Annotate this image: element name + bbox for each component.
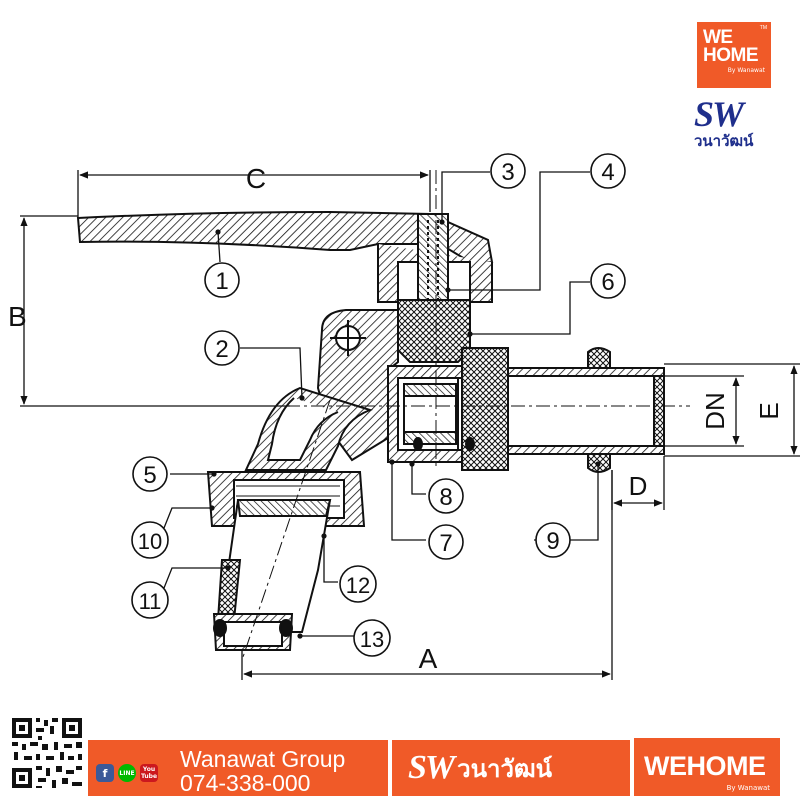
center-lines [241, 170, 690, 661]
line-icon[interactable]: LINE [118, 764, 136, 782]
dimension-e-label: E [754, 402, 784, 419]
footer-contact-panel [88, 740, 388, 796]
part-callout-9: 9 [535, 522, 571, 558]
facebook-icon[interactable]: f [96, 764, 114, 782]
part-callouts: 1 2 3 4 6 5 8 7 9 10 11 12 13 [131, 153, 626, 657]
part-label-8: 8 [439, 484, 452, 511]
qr-code-icon [10, 716, 84, 790]
dimension-b-label: B [8, 301, 27, 332]
part-label-3: 3 [501, 159, 514, 186]
part-callout-13: 13 [353, 619, 391, 657]
sw-logo-thai: วนาวัฒน์ [694, 132, 754, 150]
part-label-5: 5 [143, 462, 156, 489]
footer-sw-thai: วนาวัฒน์ [457, 754, 553, 783]
dimension-lines [20, 170, 800, 680]
footer-sw-mark: SW [408, 749, 455, 786]
part-callout-7: 7 [428, 524, 464, 560]
wehome-line1: WE [703, 27, 733, 48]
part-callout-8: 8 [428, 478, 464, 514]
part-label-7: 7 [439, 530, 452, 557]
part-label-13: 13 [360, 627, 384, 652]
sw-logo-mark: SW [694, 94, 744, 134]
bonnet [397, 299, 471, 363]
part-label-9: 9 [546, 528, 559, 555]
part-label-4: 4 [601, 159, 614, 186]
dimension-a-label: A [419, 643, 438, 674]
footer-sw-logo: SW วนาวัฒน์ [392, 740, 630, 796]
footer-wehome-logo: WEHOME By Wanawat [634, 738, 780, 796]
part-callout-5: 5 [132, 456, 168, 492]
part-label-10: 10 [138, 529, 162, 554]
part-callout-6: 6 [590, 263, 626, 299]
wehome-logo: TM WE HOME By Wanawat [697, 22, 771, 88]
sw-logo: SW วนาวัฒน์ [694, 96, 784, 156]
part-label-1: 1 [215, 268, 228, 295]
social-icons: f LINE You Tube [96, 764, 158, 782]
dimension-labels: C B A D DN E [8, 163, 784, 674]
part-callout-12: 12 [339, 565, 377, 603]
nut-collar [587, 347, 611, 369]
dimension-d-label: D [629, 471, 648, 501]
part-callout-10: 10 [131, 521, 169, 559]
part-label-12: 12 [346, 573, 370, 598]
wehome-byline: By Wanawat [727, 67, 765, 74]
valve-body-drawing [76, 210, 665, 651]
part-callout-11: 11 [131, 581, 169, 619]
youtube-icon[interactable]: You Tube [140, 764, 158, 782]
wehome-line2: HOME [703, 45, 759, 66]
phone-number[interactable]: 074-338-000 [180, 770, 311, 796]
part-label-11: 11 [139, 589, 162, 614]
part-callout-1: 1 [204, 262, 240, 298]
dimension-c-label: C [246, 163, 266, 194]
part-callout-4: 4 [590, 153, 626, 189]
valve-stem [417, 213, 449, 311]
company-name: Wanawat Group [180, 746, 346, 772]
handle-lever [76, 210, 494, 263]
dimension-dn-label: DN [700, 392, 730, 430]
part-callout-3: 3 [490, 153, 526, 189]
footer-wehome-text: WEHOME [644, 751, 766, 781]
part-label-2: 2 [215, 336, 228, 363]
wehome-tm: TM [759, 25, 767, 31]
footer-wehome-byline: By Wanawat [726, 784, 770, 792]
part-label-6: 6 [601, 269, 614, 296]
part-callout-2: 2 [204, 330, 240, 366]
qr-code-graphic [10, 716, 84, 790]
